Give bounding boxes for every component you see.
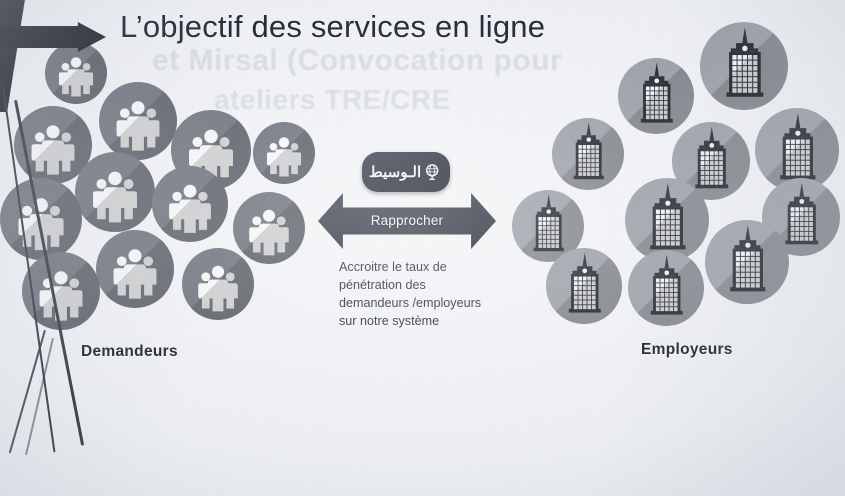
icon-long-shadow [253, 122, 315, 184]
employeur-node [546, 248, 622, 324]
demandeur-node [45, 42, 107, 104]
icon-long-shadow [625, 178, 709, 262]
employeur-node [552, 118, 624, 190]
icon-long-shadow [45, 42, 107, 104]
description-text: Accroitre le taux de pénétration des dem… [339, 259, 529, 331]
demandeur-node [152, 166, 228, 242]
label-demandeurs: Demandeurs [81, 343, 178, 360]
icon-long-shadow [618, 58, 694, 134]
icon-long-shadow [628, 250, 704, 326]
description-line-2: pénétration des [339, 277, 426, 292]
label-employeurs: Employeurs [641, 341, 733, 358]
ghost-text-line-1: et Mirsal (Convocation pour [152, 44, 563, 77]
icon-long-shadow [700, 22, 788, 110]
employeur-node [700, 22, 788, 110]
icon-long-shadow [96, 230, 174, 308]
icon-long-shadow [705, 220, 789, 304]
demandeur-node [22, 252, 100, 330]
icon-long-shadow [552, 118, 624, 190]
employeur-node [618, 58, 694, 134]
ghost-text-line-2: ateliers TRE/CRE [214, 84, 451, 115]
logo-arabic-text: الـوسيط [368, 164, 422, 181]
description-line-1: Accroitre le taux de [339, 260, 447, 274]
description-line-4: sur notre système [339, 313, 440, 328]
employeur-node [625, 178, 709, 262]
rapprocher-arrow: Rapprocher [318, 193, 496, 249]
demandeur-node [0, 178, 82, 260]
description-line-3: demandeurs /employeurs [339, 295, 482, 310]
globe-magnifier-icon [423, 162, 443, 182]
al-wassit-logo-badge: الـوسيط [362, 152, 450, 192]
page-title: L’objectif des services en ligne [120, 9, 546, 44]
demandeur-node [182, 248, 254, 320]
icon-long-shadow [546, 248, 622, 324]
employeur-node [628, 250, 704, 326]
icon-long-shadow [152, 166, 228, 242]
icon-long-shadow [0, 178, 82, 260]
icon-long-shadow [182, 248, 254, 320]
demandeur-node [99, 82, 177, 160]
icon-long-shadow [75, 152, 155, 232]
employeur-node [705, 220, 789, 304]
demandeur-node [96, 230, 174, 308]
demandeur-node [253, 122, 315, 184]
demandeur-node [233, 192, 305, 264]
arrow-label: Rapprocher [370, 213, 444, 229]
icon-long-shadow [99, 82, 177, 160]
icon-long-shadow [233, 192, 305, 264]
demandeur-node [75, 152, 155, 232]
